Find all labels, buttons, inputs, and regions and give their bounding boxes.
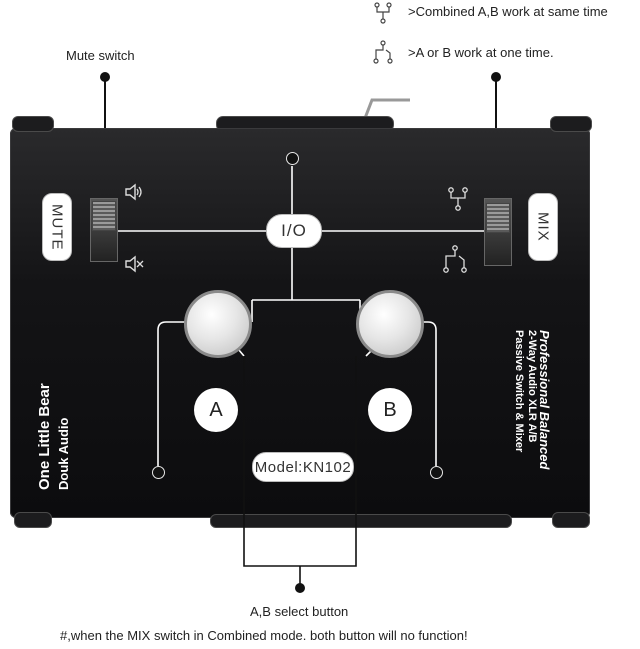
button-a[interactable] xyxy=(184,290,252,358)
device-foot-tr xyxy=(550,116,592,132)
device-foot-br xyxy=(552,512,590,528)
mute-label: MUTE xyxy=(42,193,72,261)
spec-block: Professional Balanced 2-Way Audio XLR A/… xyxy=(512,330,552,490)
legend-combined-icon xyxy=(372,2,394,24)
button-a-label: A xyxy=(194,388,238,432)
combined-routing-icon xyxy=(446,186,470,212)
legend-either-icon xyxy=(372,40,394,64)
button-b-label: B xyxy=(368,388,412,432)
mix-switch-knob[interactable] xyxy=(486,203,510,233)
legend-either-text: >A or B work at one time. xyxy=(408,45,554,60)
select-button-callout: A,B select button xyxy=(250,604,349,619)
spec-line-1: Professional Balanced xyxy=(537,330,552,470)
either-routing-icon xyxy=(442,244,468,274)
device-foot-bl xyxy=(14,512,52,528)
legend-combined-text: >Combined A,B work at same time xyxy=(408,4,608,19)
hole-bottom-left xyxy=(152,466,165,479)
io-label: I/O xyxy=(266,214,322,248)
speaker-muted-icon xyxy=(124,254,144,274)
button-b[interactable] xyxy=(356,290,424,358)
spec-line-2: 2-Way Audio XLR A/B xyxy=(526,330,538,443)
mix-switch[interactable] xyxy=(484,198,512,266)
device-bottom-rail xyxy=(210,514,512,528)
mute-callout-dot xyxy=(100,72,110,82)
spec-line-3: Passive Switch & Mixer xyxy=(513,330,525,453)
device-foot-tl xyxy=(12,116,54,132)
mix-label: MIX xyxy=(528,193,558,261)
mix-note: #,when the MIX switch in Combined mode. … xyxy=(60,628,468,643)
model-label: Model:KN102 xyxy=(252,452,354,482)
mute-switch[interactable] xyxy=(90,198,118,262)
io-top-hole xyxy=(286,152,299,165)
mute-switch-knob[interactable] xyxy=(92,201,116,231)
mix-callout-dot xyxy=(491,72,501,82)
mute-switch-callout: Mute switch xyxy=(66,48,135,63)
hole-bottom-right xyxy=(430,466,443,479)
speaker-on-icon xyxy=(124,182,144,202)
